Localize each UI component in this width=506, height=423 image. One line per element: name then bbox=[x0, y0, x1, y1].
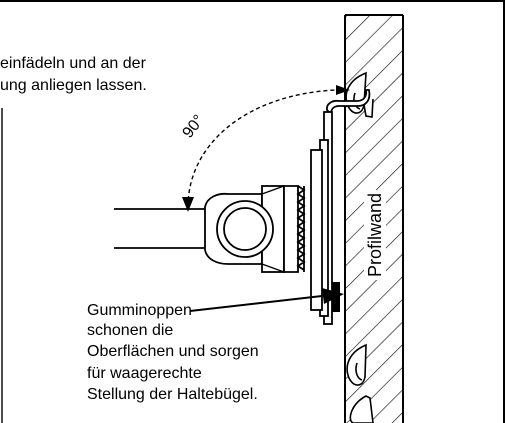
pipe bbox=[114, 208, 205, 249]
note-line-3: Oberflächen und sorgen bbox=[87, 343, 259, 360]
lower-clip bbox=[346, 343, 374, 423]
instruction-text-line-1: einfädeln und an der bbox=[0, 55, 146, 72]
angle-arc bbox=[187, 89, 336, 208]
note-line-2: schonen die bbox=[87, 322, 174, 339]
note-line-1: Gumminoppen bbox=[87, 302, 192, 319]
note-line-5: Stellung der Haltebügel. bbox=[87, 385, 258, 405]
angle-arrowheads bbox=[182, 85, 350, 212]
clamp bbox=[204, 185, 306, 273]
instruction-text-line-2: ung anliegen lassen. bbox=[0, 77, 147, 94]
holder-bracket bbox=[310, 89, 371, 325]
leader-line bbox=[189, 288, 344, 312]
wall-label: Profilwand bbox=[364, 190, 386, 280]
note-line-4: für waagerechte bbox=[87, 365, 202, 382]
